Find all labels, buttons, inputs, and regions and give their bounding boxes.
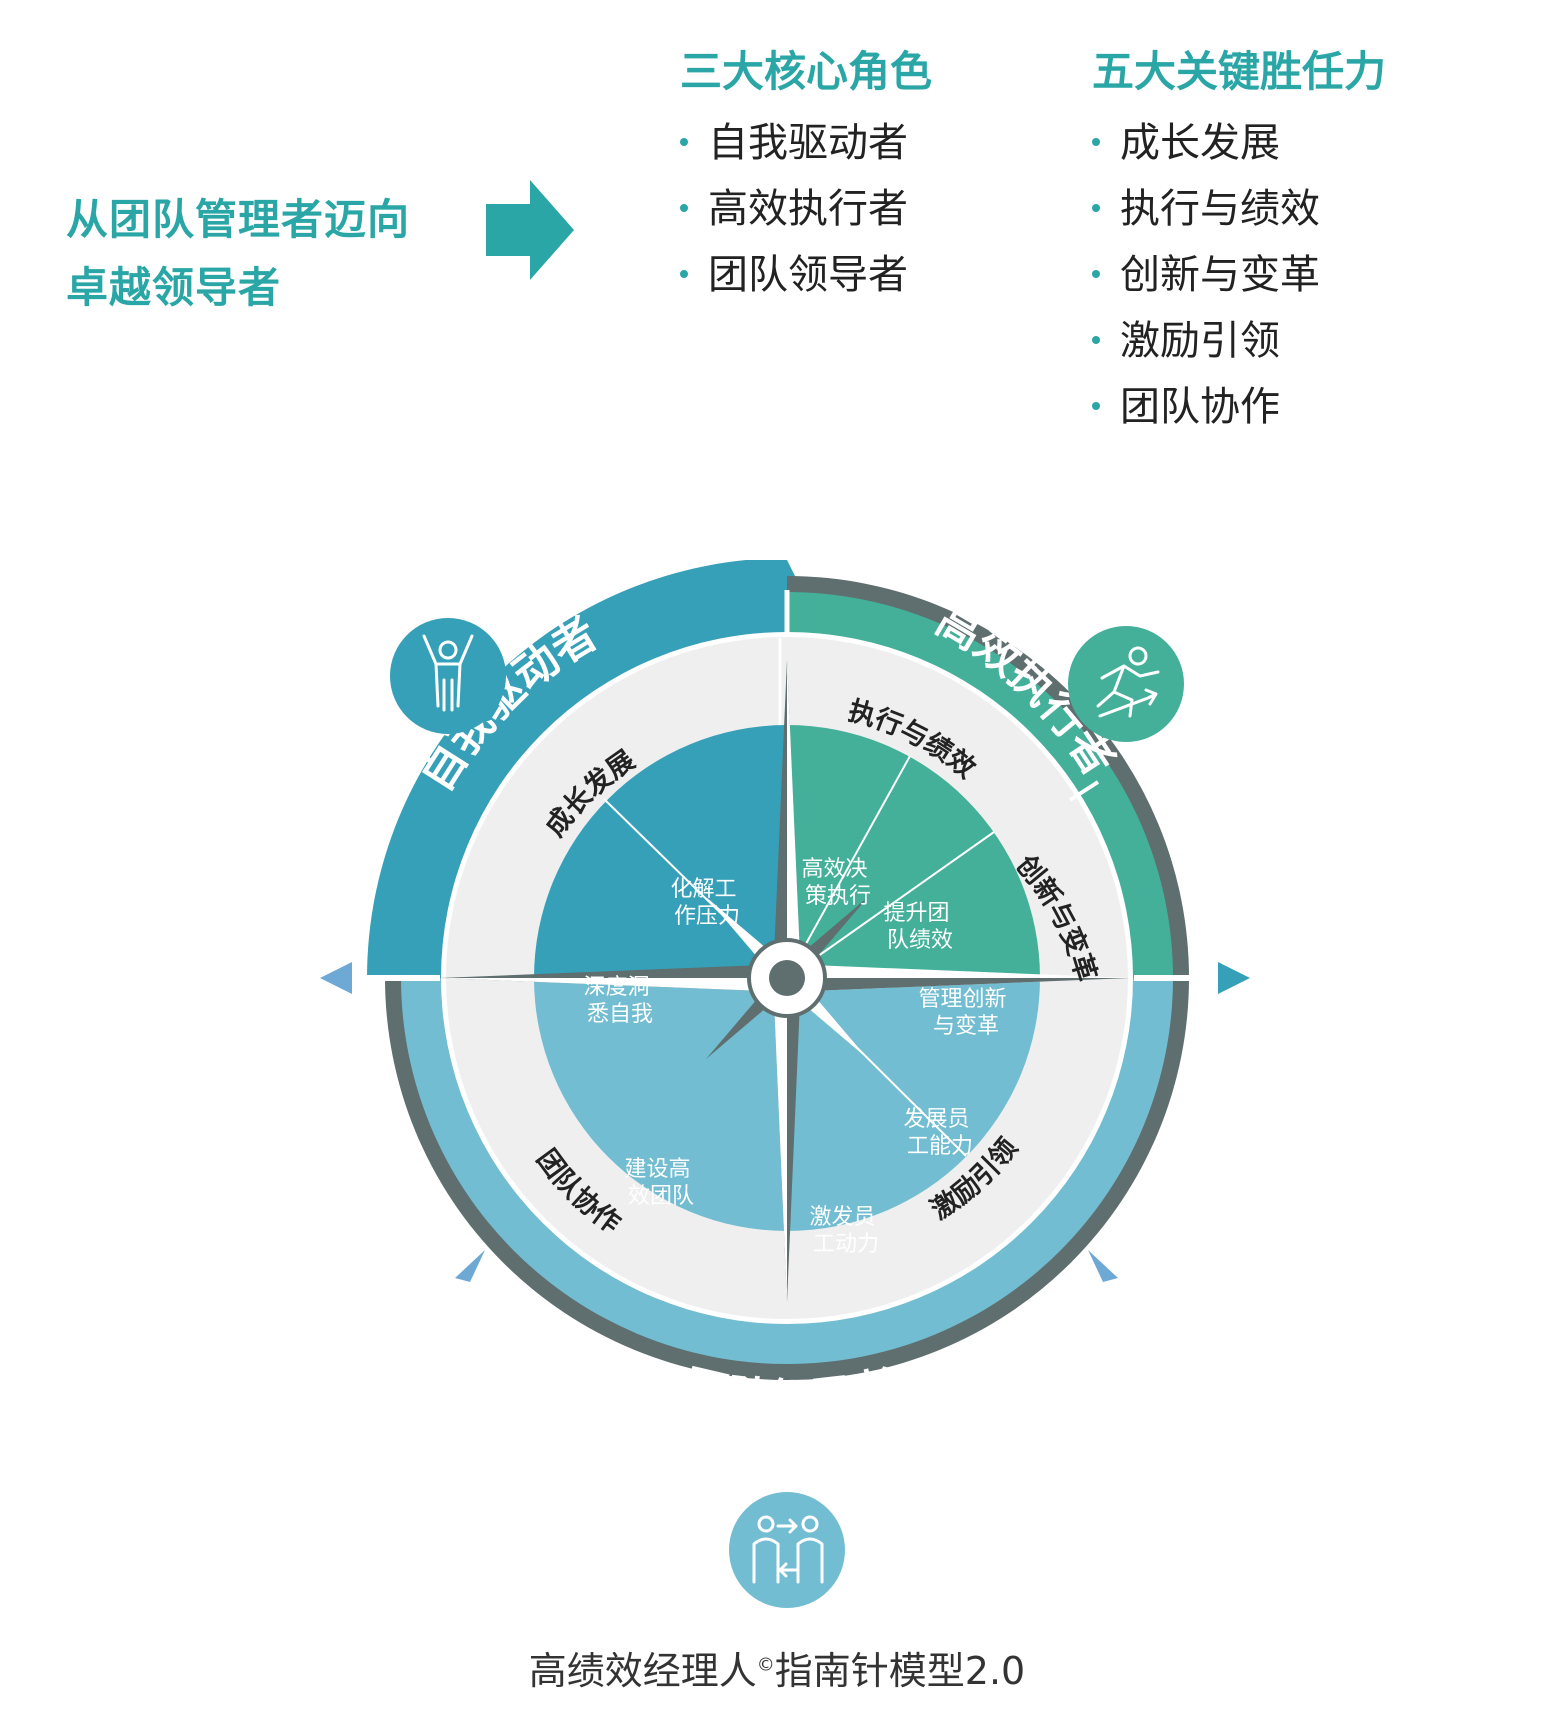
key-competencies-heading: 五大关键胜任力 xyxy=(1092,47,1387,96)
tagline: 从团队管理者迈向 卓越领导者 xyxy=(66,186,410,322)
core-roles-heading: 三大核心角色 xyxy=(680,47,933,96)
bullet-icon xyxy=(1092,204,1100,212)
list-item-label: 自我驱动者 xyxy=(708,120,908,166)
bullet-icon xyxy=(1092,270,1100,278)
key-competencies-column: 五大关键胜任力 成长发展 执行与绩效 创新与变革 激励引领 团队协作 xyxy=(1092,44,1386,440)
bullet-icon xyxy=(680,204,688,212)
list-item: 高效执行者 xyxy=(680,176,932,242)
core-roles-column: 三大核心角色 自我驱动者 高效执行者 团队领导者 xyxy=(680,44,932,308)
compass-model-diagram: 自我驱动者 高效执行者 团队领导者 成长发展 执行与绩效 创新与变革 激励引领 … xyxy=(320,560,1250,1608)
southwest-pointer-icon xyxy=(455,1250,485,1282)
caption-rest: 指南针模型2.0 xyxy=(774,1649,1026,1693)
bullet-icon xyxy=(1092,138,1100,146)
copyright-mark: © xyxy=(756,1654,775,1676)
list-item: 团队协作 xyxy=(1092,374,1386,440)
southeast-pointer-icon xyxy=(1088,1250,1118,1282)
tagline-line-1: 从团队管理者迈向 xyxy=(66,195,411,244)
sector-label-build-team: 建设高 效团队 xyxy=(624,1157,697,1209)
bullet-icon xyxy=(1092,336,1100,344)
sector-label-decision: 高效决 策执行 xyxy=(801,857,874,909)
key-competencies-list: 成长发展 执行与绩效 创新与变革 激励引领 团队协作 xyxy=(1092,110,1386,440)
core-roles-list: 自我驱动者 高效执行者 团队领导者 xyxy=(680,110,932,308)
bullet-icon xyxy=(680,270,688,278)
list-item: 执行与绩效 xyxy=(1092,176,1386,242)
list-item: 团队领导者 xyxy=(680,242,932,308)
list-item-label: 激励引领 xyxy=(1120,318,1280,364)
bullet-icon xyxy=(1092,402,1100,410)
west-pointer-icon xyxy=(320,962,352,994)
sector-label-self-insight: 深度洞 悉自我 xyxy=(583,975,656,1027)
list-item: 创新与变革 xyxy=(1092,242,1386,308)
list-item-label: 成长发展 xyxy=(1120,120,1280,166)
caption-text: 高绩效经理人 xyxy=(528,1649,757,1693)
sector-label-motivate-staff: 激发员 工动力 xyxy=(809,1205,882,1257)
list-item-label: 团队协作 xyxy=(1120,384,1280,430)
tagline-line-2: 卓越领导者 xyxy=(66,263,282,312)
list-item: 成长发展 xyxy=(1092,110,1386,176)
two-people-exchange-icon xyxy=(729,1492,845,1608)
list-item-label: 创新与变革 xyxy=(1120,252,1320,298)
bullet-icon xyxy=(680,138,688,146)
person-arms-up-icon xyxy=(390,618,506,734)
model-caption: 高绩效经理人©指南针模型2.0 xyxy=(0,1640,1554,1695)
list-item-label: 高效执行者 xyxy=(708,186,908,232)
east-pointer-icon xyxy=(1218,962,1250,994)
list-item: 自我驱动者 xyxy=(680,110,932,176)
list-item: 激励引领 xyxy=(1092,308,1386,374)
sector-label-relieve-stress: 化解工 作压力 xyxy=(670,877,743,929)
list-item-label: 执行与绩效 xyxy=(1120,186,1320,232)
sector-label-manage-innovation: 管理创新 与变革 xyxy=(918,987,1013,1039)
list-item-label: 团队领导者 xyxy=(708,252,908,298)
runner-icon xyxy=(1068,626,1184,742)
sector-label-improve-performance: 提升团 队绩效 xyxy=(883,901,956,953)
sector-label-develop-ability: 发展员 工能力 xyxy=(903,1107,976,1159)
right-arrow-icon xyxy=(486,180,574,280)
